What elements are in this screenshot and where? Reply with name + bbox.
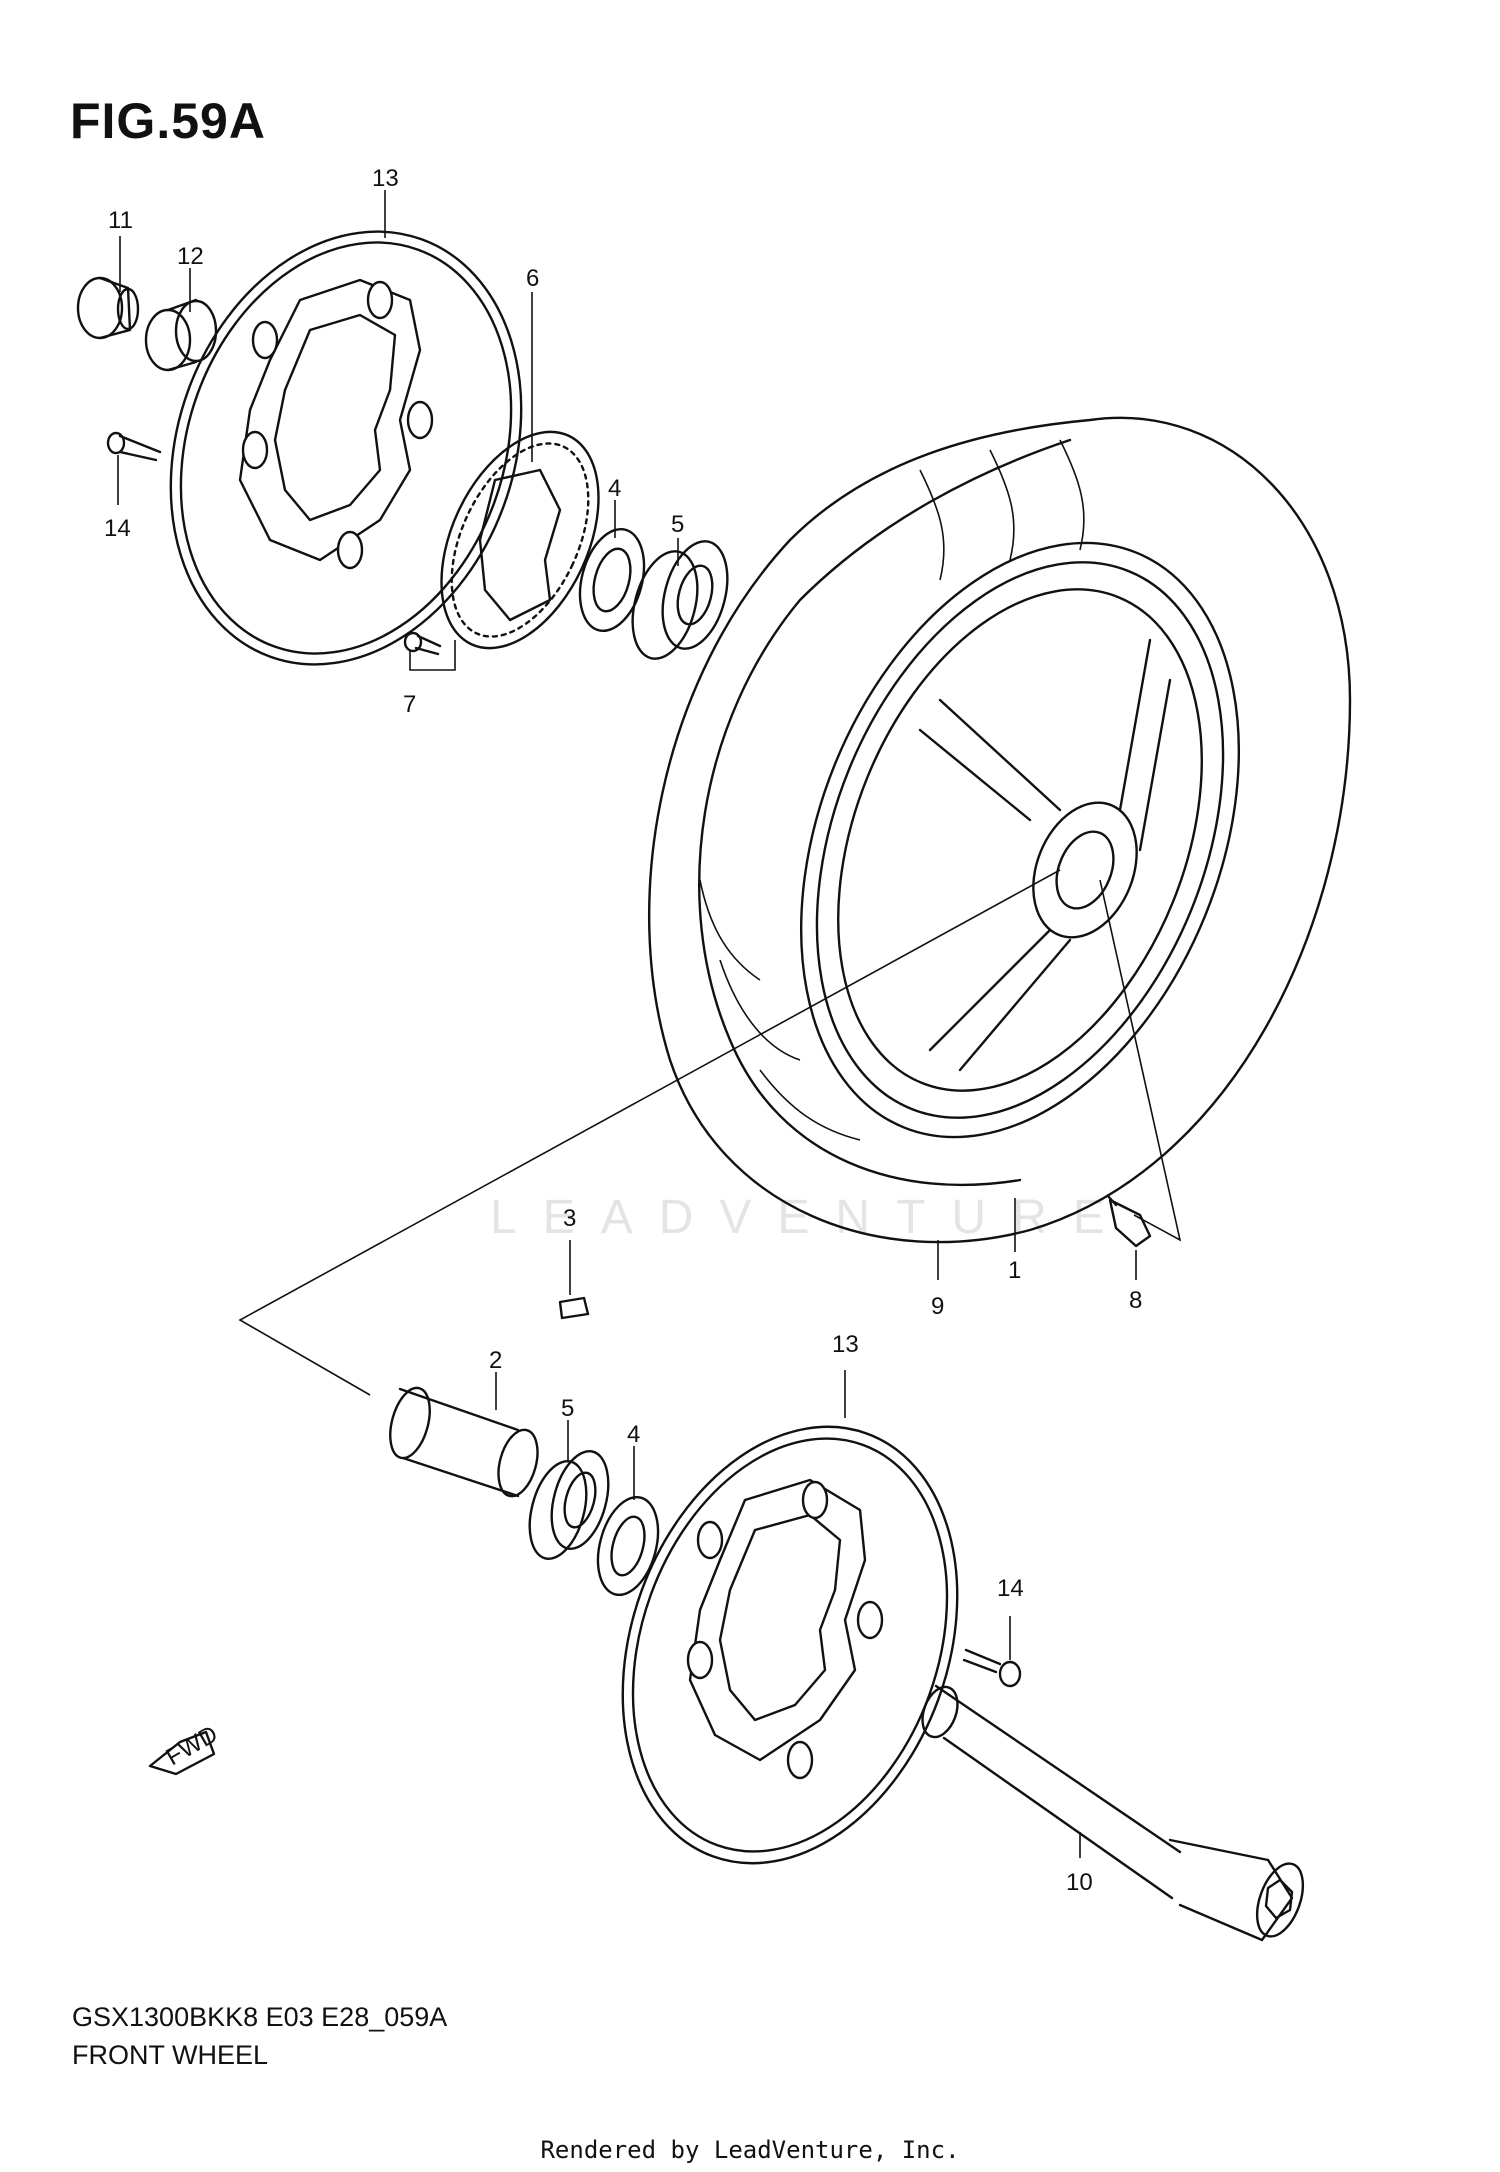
callout-labels: 13 11 12 14 6 4 5 7 3 9 1 8 2 5 4 13 14 … [104, 165, 1142, 1896]
balance-weight[interactable] [558, 1296, 590, 1320]
callout-13-bottom: 13 [832, 1331, 859, 1358]
forward-arrow-icon: FWD [148, 1720, 223, 1776]
callout-11: 11 [108, 207, 133, 234]
air-valve[interactable] [1106, 1194, 1152, 1248]
axle-spacer[interactable] [383, 1384, 544, 1501]
callout-8: 8 [1129, 1287, 1142, 1314]
callout-9: 9 [931, 1293, 944, 1320]
diagram-name: FRONT WHEEL [72, 2040, 269, 2070]
axle-cap[interactable] [76, 276, 140, 340]
callout-14-top: 14 [104, 515, 131, 542]
callout-4-bottom: 4 [627, 1421, 640, 1448]
callout-4-top: 4 [608, 475, 621, 502]
wheel-assembly[interactable] [647, 416, 1352, 1244]
bearing-bottom[interactable] [520, 1445, 618, 1565]
callout-2: 2 [489, 1347, 502, 1374]
rotor-screw[interactable] [403, 631, 442, 656]
callout-1: 1 [1008, 1257, 1021, 1284]
fwd-label: FWD [162, 1720, 223, 1771]
disc-bolt-bottom[interactable] [962, 1648, 1022, 1688]
oil-seal-bottom[interactable] [588, 1490, 668, 1601]
model-code: GSX1300BKK8 E03 E28_059A [72, 2002, 448, 2032]
disc-bolt-top[interactable] [106, 431, 162, 462]
callout-12: 12 [177, 243, 204, 270]
render-credit: Rendered by LeadVenture, Inc. [540, 2136, 960, 2164]
callout-5-bottom: 5 [561, 1395, 574, 1422]
oil-seal-top[interactable] [570, 522, 655, 638]
front-axle[interactable] [916, 1682, 1312, 1942]
sensor-rotor[interactable] [410, 407, 630, 673]
callout-14-bottom: 14 [997, 1575, 1024, 1602]
brake-disc-top[interactable] [112, 182, 580, 714]
brake-disc-bottom[interactable] [565, 1380, 1016, 1911]
callout-5-top: 5 [671, 511, 684, 538]
leader-lines [117, 190, 1182, 1858]
callout-10: 10 [1066, 1869, 1093, 1896]
bearing-top[interactable] [622, 534, 738, 666]
collar[interactable] [144, 298, 218, 372]
callout-6: 6 [526, 265, 539, 292]
callout-13-top: 13 [372, 165, 399, 192]
callout-7: 7 [403, 691, 416, 718]
callout-3: 3 [563, 1205, 576, 1232]
figure-title: FIG.59A [70, 93, 266, 149]
